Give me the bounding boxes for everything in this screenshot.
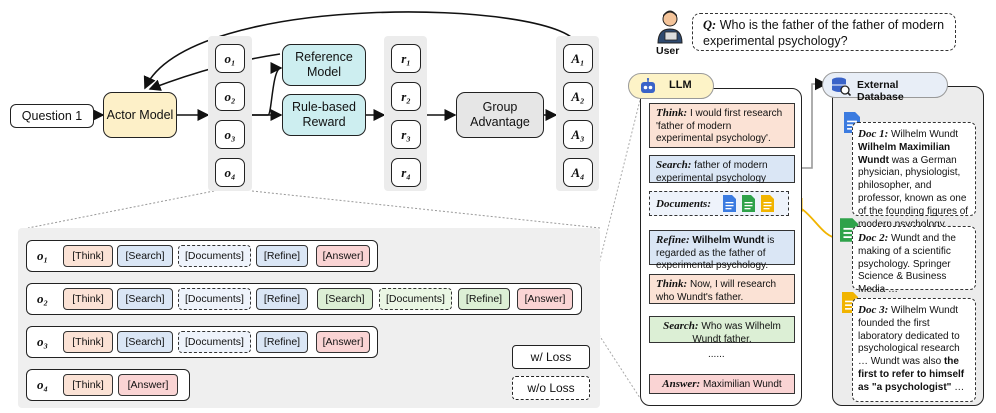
question-bubble: Q: Who is the father of the father of mo… [692,13,956,51]
step-text: Who was Wilhelm Wundt father. [692,321,781,345]
database-badge: External Database [822,72,948,103]
tag-documents-2: [Documents] [379,288,452,310]
doc3-box: Doc 3: Wilhelm Wundt founded the first l… [852,298,976,402]
doc-text: Wilhelm Wundt founded the first laborato… [858,305,960,368]
robot-icon [639,77,657,100]
tag-refine: [Refine] [256,288,308,310]
user-icon [656,10,684,44]
tag-think: [Think] [63,245,113,267]
rule-based-reward-box: Rule-based Reward [282,94,366,136]
tag-refine: [Refine] [256,331,308,353]
legend-with-loss: w/ Loss [512,345,590,369]
tag-documents: [Documents] [178,245,251,267]
step-think-1: Think: I would first research 'father of… [649,103,795,148]
doc-icon-yellow [761,195,774,217]
llm-label: LLM [669,79,692,91]
rollout-row-o4: o₄ [Think] [Answer] [26,369,190,401]
step-keyword: Search: [656,159,692,171]
tag-answer: [Answer] [316,331,370,353]
tag-answer: [Answer] [316,245,370,267]
advantage-a1: A₁ [563,44,593,73]
row-label: o₄ [37,377,49,392]
step-keyword: Documents: [656,198,711,210]
reward-r1: r₁ [391,44,421,73]
doc-keyword: Doc 1: [858,128,889,140]
step-documents: Documents: [649,191,789,216]
tag-search: [Search] [117,331,173,353]
tag-answer: [Answer] [118,374,178,396]
row-label: o₁ [37,248,49,263]
row-label: o₂ [37,291,49,306]
reward-r2: r₂ [391,82,421,111]
tag-refine-2: [Refine] [458,288,510,310]
row-label: o₃ [37,334,49,349]
doc-keyword: Doc 2: [858,232,889,244]
doc-bold: the first to refer to himself as "a psyc… [858,356,965,393]
reference-model-box: Reference Model [282,44,366,86]
database-icon [831,76,852,101]
user-label: User [656,45,680,57]
tag-search: [Search] [117,288,173,310]
tag-think: [Think] [63,374,113,396]
step-text: Now, I will research who Wundt's father. [656,279,777,303]
step-text: father of modern experimental psychology [656,160,768,184]
advantage-a3: A₃ [563,120,593,149]
tag-search: [Search] [117,245,173,267]
database-label: External Database [857,79,904,103]
question-prefix: Q: [703,18,717,32]
doc-icon-blue [723,195,736,217]
step-search-2: Search: Who was Wilhelm Wundt father. [649,316,795,345]
question-box: Question 1 [10,104,94,128]
step-text: I would first research 'father of modern… [656,108,783,145]
step-keyword: Think: [656,107,688,119]
step-text: is regarded as the father of experimenta… [656,235,775,272]
tag-refine: [Refine] [256,245,308,267]
reward-r4: r₄ [391,158,421,187]
step-bold: Wilhelm Wundt [692,235,765,246]
reward-r3: r₃ [391,120,421,149]
output-o4: o₄ [215,158,245,187]
rollout-row-o3: o₃ [Think] [Search] [Documents] [Refine]… [26,326,378,358]
output-o3: o₃ [215,120,245,149]
rollout-row-o1: o₁ [Think] [Search] [Documents] [Refine]… [26,240,378,272]
step-keyword: Search: [663,320,699,332]
tag-documents: [Documents] [178,331,251,353]
ellipsis: ...... [708,349,725,360]
doc-bold: Wilhelm Maximilian Wundt [858,141,951,166]
output-o1: o₁ [215,44,245,73]
advantage-a4: A₄ [563,158,593,187]
rollout-row-o2: o₂ [Think] [Search] [Documents] [Refine]… [26,283,582,315]
tag-search-2: [Search] [317,288,373,310]
tag-answer: [Answer] [517,288,573,310]
llm-badge: LLM [628,73,714,99]
actor-model-box: Actor Model [103,92,177,138]
step-refine: Refine: Wilhelm Wundt is regarded as the… [649,230,795,271]
group-advantage-box: Group Advantage [456,92,544,138]
doc-text: was a German physician, physiologist, ph… [858,154,969,230]
tag-documents: [Documents] [178,288,251,310]
question-text: Who is the father of the father of moder… [703,18,945,49]
step-keyword: Refine: [656,234,690,246]
advantage-a2: A₂ [563,82,593,111]
step-answer: Answer: Maximilian Wundt [649,374,795,394]
doc-text: Wundt and the making of a scientific psy… [858,233,956,296]
tag-think: [Think] [63,331,113,353]
doc-text: … [954,381,965,393]
doc1-box: Doc 1: Wilhelm Wundt Wilhelm Maximilian … [852,122,976,230]
output-o2: o₂ [215,82,245,111]
step-text: Maximilian Wundt [702,379,782,390]
doc-icon-green [742,195,755,217]
doc2-box: Doc 2: Wundt and the making of a scienti… [852,226,976,295]
tag-think: [Think] [63,288,113,310]
legend-without-loss: w/o Loss [512,376,590,400]
step-keyword: Answer: [662,378,701,390]
doc-keyword: Doc 3: [858,304,889,316]
doc-text: Wilhelm Wundt [891,129,959,140]
step-keyword: Think: [656,278,688,290]
step-think-2: Think: Now, I will research who Wundt's … [649,274,795,304]
step-search-1: Search: father of modern experimental ps… [649,155,795,184]
